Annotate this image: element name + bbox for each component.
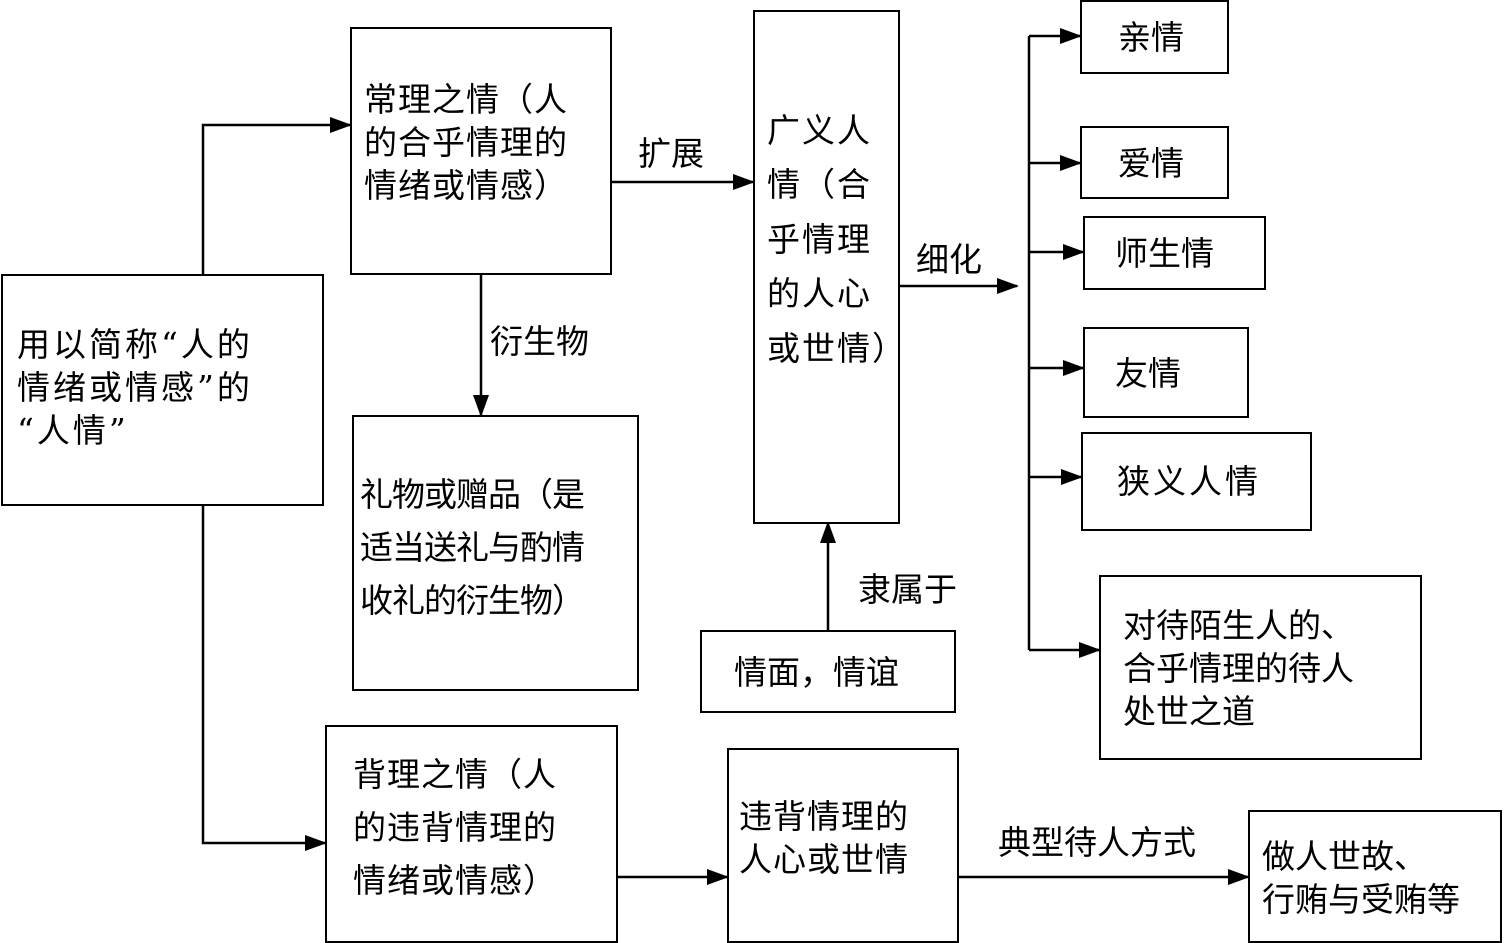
node-stranger-text: 对待陌生人的、 合乎情理的待人 处世之道: [1123, 606, 1354, 731]
node-unreasonable: 背理之情（人 的违背情理的 情绪或情感）: [325, 725, 618, 943]
node-teacher: 师生情: [1083, 216, 1266, 290]
node-reasonable: 常理之情（人 的合乎情理的 情绪或情感）: [350, 27, 612, 275]
node-worldly: 做人世故、 行贿与受贿等: [1248, 810, 1502, 943]
node-worldly-text: 做人世故、 行贿与受贿等: [1262, 837, 1460, 919]
node-teacher-text: 师生情: [1115, 234, 1214, 273]
node-friend-text: 友情: [1115, 354, 1181, 393]
node-love-text: 爱情: [1118, 144, 1184, 183]
edge-label-typical: 典型待人方式: [998, 823, 1196, 862]
node-against-text: 违背情理的 人心或世情: [739, 797, 909, 879]
edge-label-derivative: 衍生物: [490, 322, 589, 361]
edge-label-expand: 扩展: [638, 134, 704, 173]
node-broad: 广义人 情（合 乎情理 的人心 或世情）: [753, 10, 907, 524]
edge-root-unreasonable: [201, 505, 327, 851]
node-gift-text: 礼物或赠品（是 适当送礼与酌情 收礼的衍生物）: [360, 475, 585, 620]
node-reasonable-text: 常理之情（人 的合乎情理的 情绪或情感）: [364, 80, 568, 205]
node-broad-text: 广义人 情（合 乎情理 的人心 或世情）: [767, 111, 907, 368]
node-family: 亲情: [1080, 0, 1229, 74]
node-friend: 友情: [1083, 327, 1249, 418]
edge-label-refine: 细化: [916, 240, 982, 279]
node-narrow: 狭义人情: [1081, 432, 1312, 531]
node-root-text: 用以简称“人的 情绪或情感”的 “人情”: [17, 325, 253, 450]
node-narrow-text: 狭义人情: [1117, 462, 1261, 501]
node-face-text: 情面，情谊: [734, 653, 899, 692]
node-family-text: 亲情: [1118, 18, 1184, 57]
node-unreasonable-text: 背理之情（人 的违背情理的 情绪或情感）: [353, 755, 557, 900]
node-root: 用以简称“人的 情绪或情感”的 “人情”: [1, 274, 324, 506]
edge-label-belongs: 隶属于: [858, 570, 957, 609]
node-gift: 礼物或赠品（是 适当送礼与酌情 收礼的衍生物）: [352, 415, 639, 691]
node-against: 违背情理的 人心或世情: [727, 748, 959, 943]
node-face: 情面，情谊: [700, 630, 956, 713]
edge-root-reasonable: [201, 117, 352, 274]
node-love: 爱情: [1080, 126, 1229, 199]
node-stranger: 对待陌生人的、 合乎情理的待人 处世之道: [1099, 575, 1422, 760]
